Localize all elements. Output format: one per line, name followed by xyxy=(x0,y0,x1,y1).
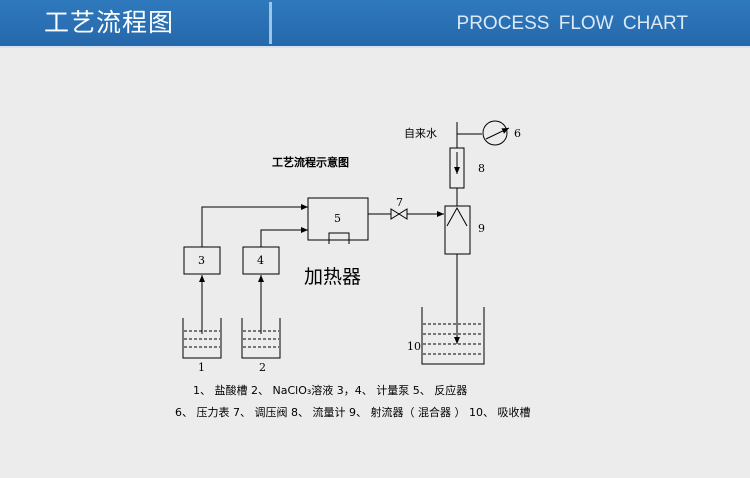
node-label-4: 4 xyxy=(257,254,264,267)
diagram-canvas: 工艺流程示意图 加热器 自来水 1 2 3 4 5 6 7 8 9 10 1、 … xyxy=(0,48,750,478)
reactor-5 xyxy=(307,197,369,241)
page-header: 工艺流程图 PROCESS FLOW CHART xyxy=(0,0,750,46)
node-label-2: 2 xyxy=(259,361,266,374)
heater-bracket xyxy=(328,232,350,244)
diagram-title: 工艺流程示意图 xyxy=(272,156,349,169)
node-label-10: 10 xyxy=(407,340,421,353)
node-label-7: 7 xyxy=(396,196,403,209)
node-label-5: 5 xyxy=(334,212,341,225)
node-label-8: 8 xyxy=(478,162,485,175)
pressure-gauge-6 xyxy=(482,120,510,146)
absorption-tank-10 xyxy=(421,307,485,365)
header-underline xyxy=(0,46,750,48)
valve-7 xyxy=(390,208,408,220)
page-title: 工艺流程图 xyxy=(44,8,175,37)
node-label-9: 9 xyxy=(478,222,485,235)
line-pump4-reactor xyxy=(260,227,308,247)
ejector-nozzle xyxy=(446,206,468,227)
tap-water-label: 自来水 xyxy=(404,127,437,140)
ejector-9 xyxy=(444,205,471,255)
node-label-3: 3 xyxy=(198,254,205,267)
header-divider xyxy=(269,2,272,44)
node-label-6: 6 xyxy=(514,127,521,140)
heater-label: 加热器 xyxy=(304,266,362,288)
legend-line-2: 6、 压力表 7、 调压阀 8、 流量计 9、 射流器（ 混合器 ） 10、 吸… xyxy=(175,406,531,419)
line-pump3-reactor xyxy=(201,204,308,247)
process-diagram-svg xyxy=(182,120,510,365)
legend-line-1: 1、 盐酸槽 2、 NaClO₃溶液 3，4、 计量泵 5、 反应器 xyxy=(193,384,468,397)
node-label-1: 1 xyxy=(198,361,205,374)
page-subtitle: PROCESS FLOW CHART xyxy=(456,13,688,34)
